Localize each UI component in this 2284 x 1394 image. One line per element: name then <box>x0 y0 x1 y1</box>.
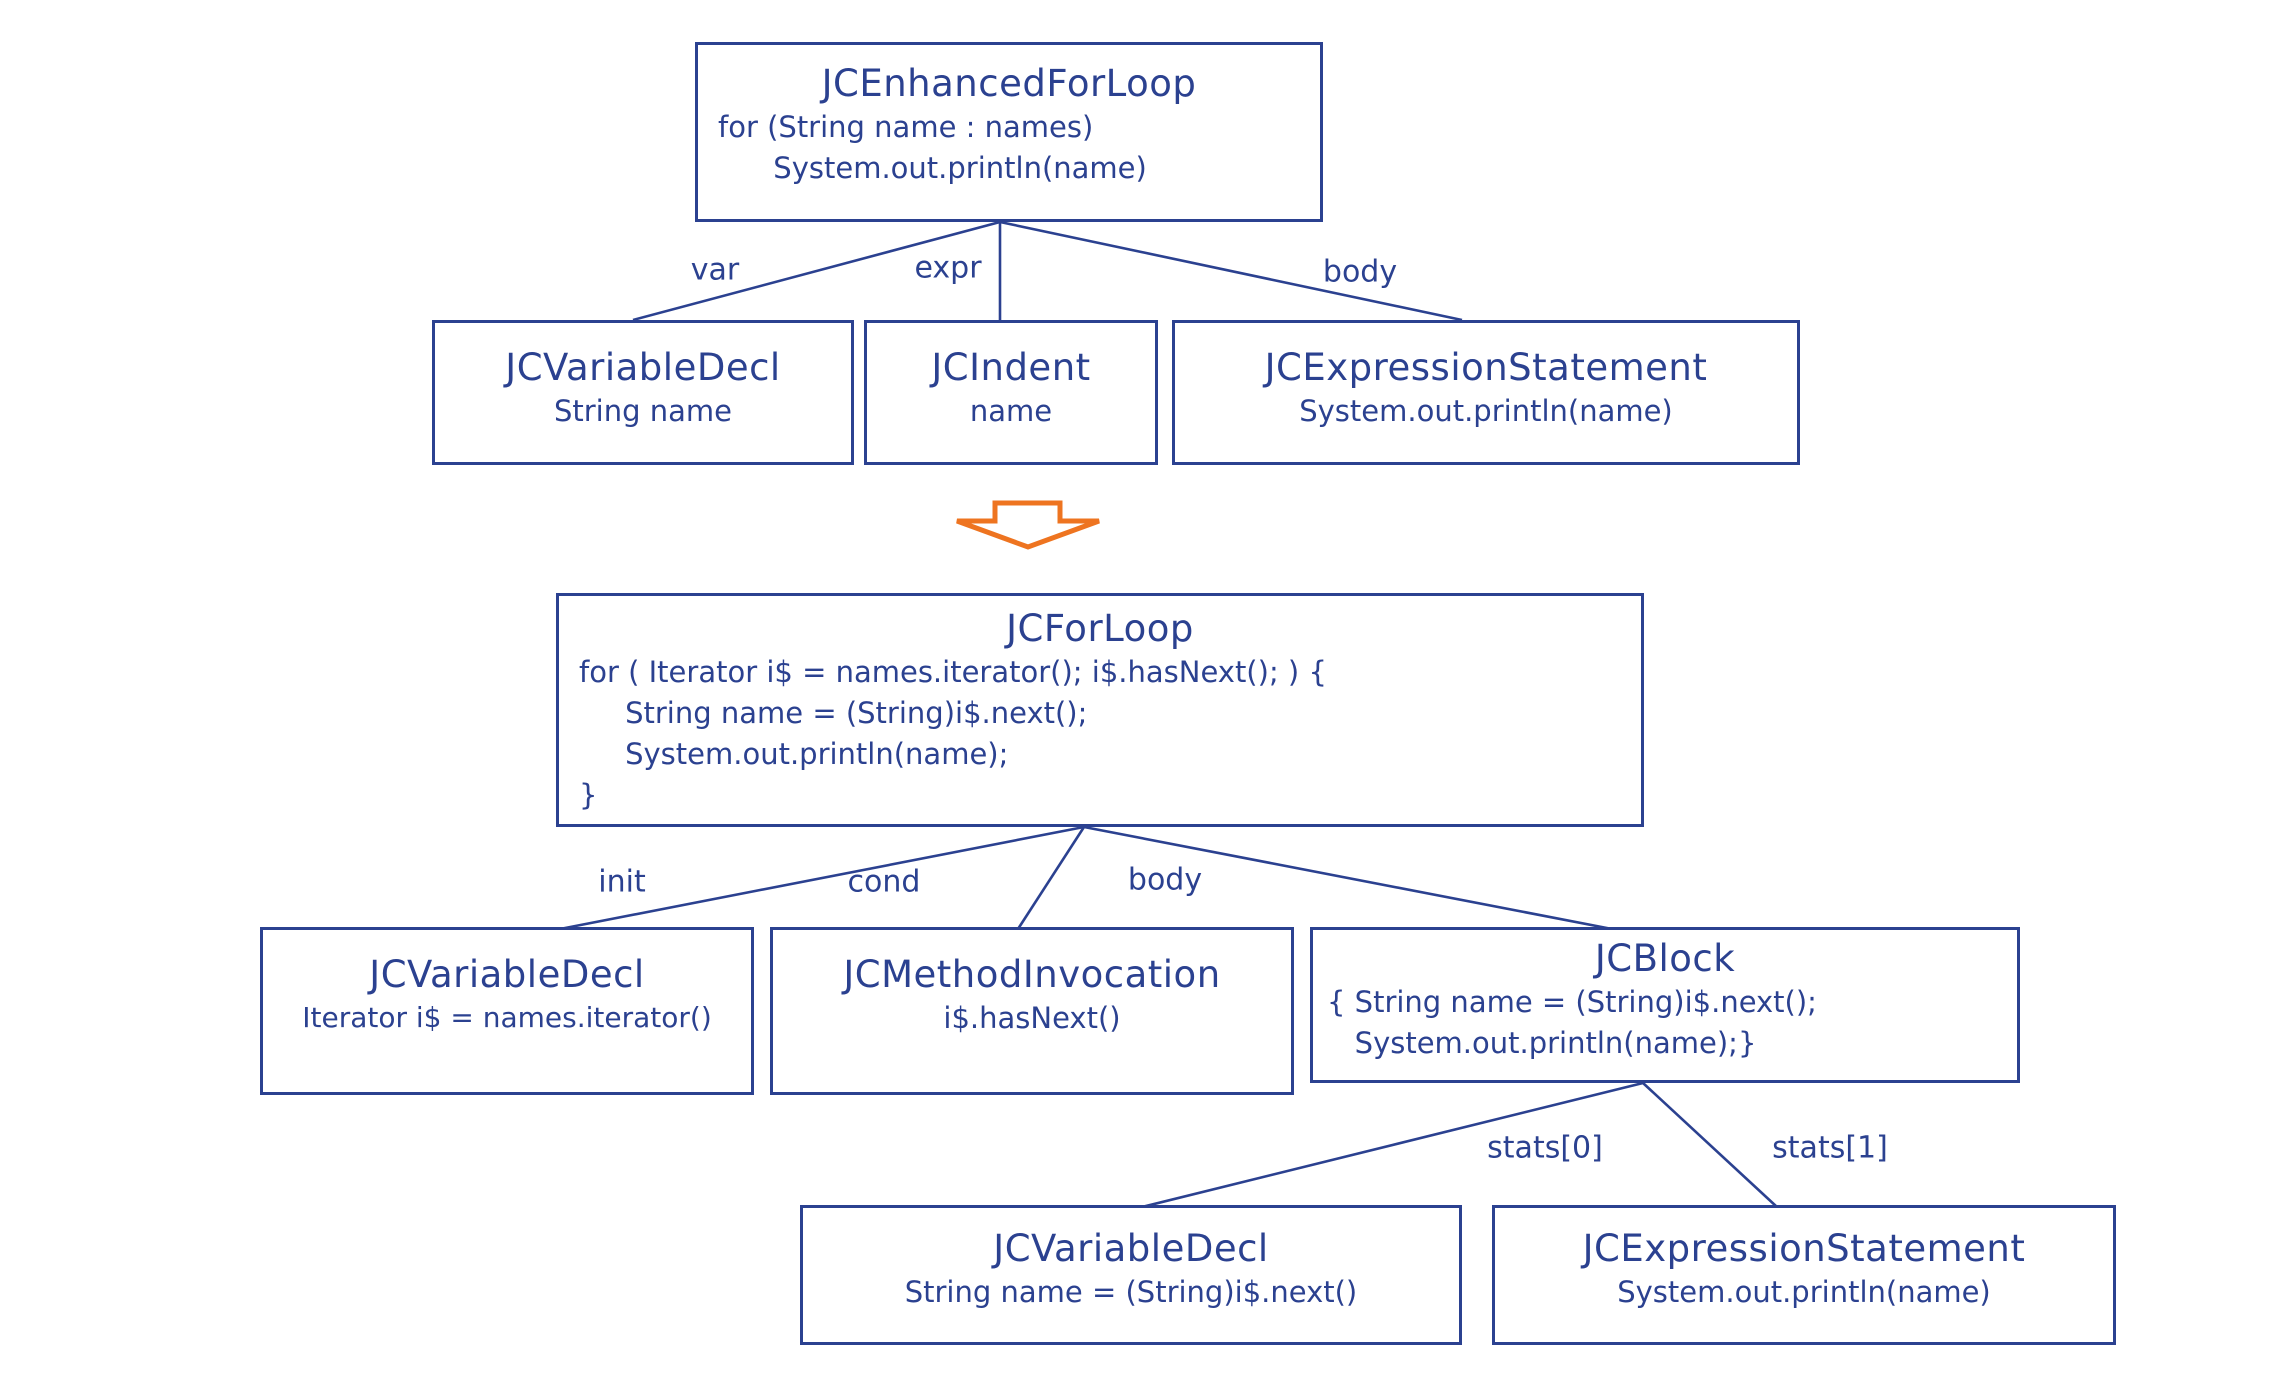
code-line: System.out.println(name); <box>579 737 1009 771</box>
node-jcvariabledecl-init: JCVariableDecl Iterator i$ = names.itera… <box>260 927 754 1095</box>
edge-var <box>632 220 1001 322</box>
edge-cond <box>1016 826 1086 930</box>
node-jcenhancedforloop: JCEnhancedForLoop for (String name : nam… <box>695 42 1323 222</box>
node-title: JCVariableDecl <box>369 953 645 996</box>
node-title: JCIndent <box>931 346 1091 389</box>
node-title: JCVariableDecl <box>993 1227 1269 1270</box>
node-code: for ( Iterator i$ = names.iterator(); i$… <box>559 652 1641 816</box>
code-line: { String name = (String)i$.next(); <box>1327 985 1817 1019</box>
node-jcblock: JCBlock { String name = (String)i$.next(… <box>1310 927 2020 1083</box>
code-line: } <box>579 778 598 812</box>
node-subtitle: String name = (String)i$.next() <box>904 1275 1358 1309</box>
node-code: { String name = (String)i$.next(); Syste… <box>1313 982 2017 1064</box>
edge-label-var: var <box>690 252 740 288</box>
edge-stats0 <box>1141 1081 1644 1209</box>
node-jcindent: JCIndent name <box>864 320 1158 465</box>
node-subtitle: System.out.println(name) <box>1617 1275 1991 1309</box>
code-line: System.out.println(name) <box>718 151 1147 185</box>
edge-label-expr: expr <box>914 250 982 286</box>
code-line: String name = (String)i$.next(); <box>579 696 1088 730</box>
node-subtitle: String name <box>553 394 732 428</box>
edge-body-bottom <box>1083 825 1613 931</box>
edge-label-body-top: body <box>1322 254 1398 290</box>
edge-label-stats1: stats[1] <box>1772 1130 1888 1166</box>
node-title: JCForLoop <box>1006 607 1194 650</box>
edge-label-cond: cond <box>847 864 921 900</box>
code-line: System.out.println(name);} <box>1327 1026 1757 1060</box>
node-jcmethodinvocation: JCMethodInvocation i$.hasNext() <box>770 927 1294 1095</box>
code-line: for (String name : names) <box>718 110 1094 144</box>
transform-down-arrow-icon <box>956 500 1100 550</box>
node-code: for (String name : names) System.out.pri… <box>698 107 1320 189</box>
node-subtitle: i$.hasNext() <box>943 1001 1121 1035</box>
node-title: JCBlock <box>1594 937 1736 980</box>
node-jcexpressionstatement-body: JCExpressionStatement System.out.println… <box>1172 320 1800 465</box>
node-subtitle: name <box>969 394 1053 428</box>
node-title: JCEnhancedForLoop <box>821 62 1197 105</box>
node-subtitle: System.out.println(name) <box>1299 394 1673 428</box>
node-jcvariabledecl-stats0: JCVariableDecl String name = (String)i$.… <box>800 1205 1462 1345</box>
node-jcvariabledecl-var: JCVariableDecl String name <box>432 320 854 465</box>
node-title: JCMethodInvocation <box>843 953 1221 996</box>
edge-stats1 <box>1642 1082 1778 1208</box>
node-title: JCExpressionStatement <box>1264 346 1708 389</box>
edge-label-stats0: stats[0] <box>1487 1130 1603 1166</box>
code-line: for ( Iterator i$ = names.iterator(); i$… <box>579 655 1327 689</box>
node-jcexpressionstatement-stats1: JCExpressionStatement System.out.println… <box>1492 1205 2116 1345</box>
node-title: JCVariableDecl <box>505 346 781 389</box>
edge-init <box>559 825 1085 931</box>
node-subtitle: Iterator i$ = names.iterator() <box>302 1001 712 1034</box>
node-title: JCExpressionStatement <box>1582 1227 2026 1270</box>
node-jcforloop: JCForLoop for ( Iterator i$ = names.iter… <box>556 593 1644 827</box>
edge-body-top <box>999 220 1463 322</box>
edge-label-body-bottom: body <box>1127 862 1203 898</box>
edge-label-init: init <box>598 864 646 900</box>
